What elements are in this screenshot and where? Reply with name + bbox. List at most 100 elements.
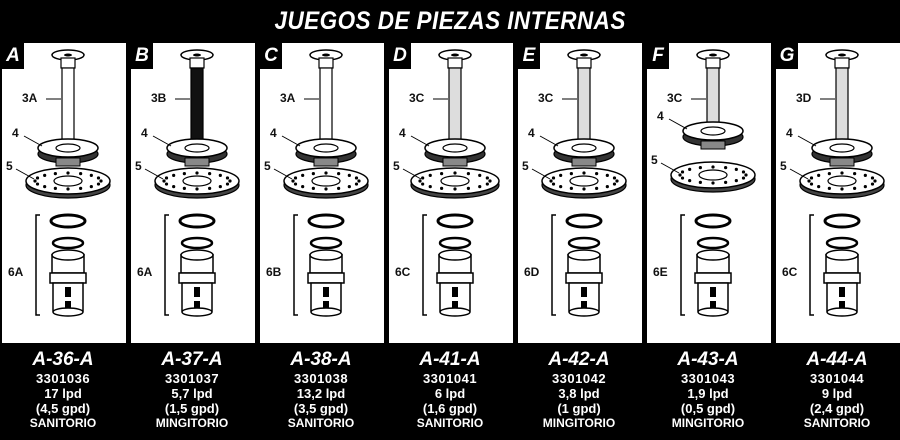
title-bar: JUEGOS DE PIEZAS INTERNAS [0, 0, 900, 43]
kit-model: A-42-A [548, 349, 610, 370]
kit-flow-gpd: (2,4 gpd) [809, 401, 865, 416]
kit-letter-badge: F [647, 43, 669, 69]
part-label-base: 6E [653, 265, 668, 279]
kit-fixture-type: MINGITORIO [155, 416, 229, 430]
part-label-tube: 3D [796, 91, 812, 105]
kit-letter-badge: G [776, 43, 798, 69]
kit-flow-lpd: 1,9 lpd [687, 386, 729, 401]
kit-flow-gpd: (4,5 gpd) [35, 401, 91, 416]
part-label-disc: 5 [6, 159, 13, 173]
kit-fixture-type: MINGITORIO [671, 416, 745, 430]
kit-figure: A 3A 4 5 6A [2, 43, 126, 343]
kit-flow-gpd: (1,6 gpd) [422, 401, 478, 416]
kit-model: A-36-A [32, 349, 94, 370]
part-label-disc: 5 [522, 159, 529, 173]
kit-flow-lpd: 9 lpd [821, 386, 853, 401]
part-label-base: 6D [524, 265, 540, 279]
part-label-ring: 4 [528, 126, 535, 140]
kit-letter-badge: A [2, 43, 24, 69]
kit-fixture-type: SANITORIO [287, 416, 355, 430]
part-label-base: 6C [395, 265, 411, 279]
kit-model: A-37-A [161, 349, 223, 370]
kit-model: A-38-A [290, 349, 352, 370]
kit-model: A-43-A [677, 349, 739, 370]
part-label-disc: 5 [780, 159, 787, 173]
kit-letter-badge: D [389, 43, 411, 69]
kit-model: A-44-A [806, 349, 868, 370]
kit-fixture-type: SANITORIO [416, 416, 484, 430]
part-label-ring: 4 [786, 126, 793, 140]
kit-flow-lpd: 5,7 lpd [171, 386, 213, 401]
kit-flow-gpd: (0,5 gpd) [680, 401, 736, 416]
part-label-tube: 3A [22, 91, 38, 105]
kit-flow-lpd: 3,8 lpd [558, 386, 600, 401]
part-label-ring: 4 [657, 109, 664, 123]
parts-drawing [660, 49, 756, 317]
kit-part-number: 3301042 [551, 371, 607, 386]
part-label-tube: 3C [409, 91, 425, 105]
parts-drawing [273, 49, 369, 317]
kit-fixture-type: SANITORIO [803, 416, 871, 430]
kit-part-number: 3301044 [809, 371, 865, 386]
part-label-base: 6A [137, 265, 153, 279]
part-label-ring: 4 [399, 126, 406, 140]
kit-figure: C 3A 4 5 6B [260, 43, 384, 343]
parts-drawing [144, 49, 240, 317]
part-label-ring: 4 [270, 126, 277, 140]
kit-part-number: 3301038 [293, 371, 349, 386]
part-label-disc: 5 [393, 159, 400, 173]
part-label-tube: 3C [667, 91, 683, 105]
kit-letter-badge: C [260, 43, 282, 69]
kit-figure: E 3C 4 5 6D [518, 43, 642, 343]
part-label-disc: 5 [135, 159, 142, 173]
part-label-tube: 3B [151, 91, 167, 105]
parts-drawing [15, 49, 111, 317]
kit-letter-badge: B [131, 43, 153, 69]
kit-part-number: 3301037 [164, 371, 220, 386]
kit-figure: G 3D 4 5 6C [776, 43, 900, 343]
kit-part-number: 3301043 [680, 371, 736, 386]
part-label-ring: 4 [141, 126, 148, 140]
part-label-base: 6B [266, 265, 282, 279]
kit-figure: B 3B 4 5 6A [131, 43, 255, 343]
kit-flow-lpd: 6 lpd [434, 386, 466, 401]
parts-drawing [402, 49, 500, 317]
parts-drawing [789, 49, 885, 317]
part-label-ring: 4 [12, 126, 19, 140]
parts-drawing [531, 49, 627, 317]
part-label-tube: 3C [538, 91, 554, 105]
part-label-tube: 3A [280, 91, 296, 105]
part-label-disc: 5 [264, 159, 271, 173]
kit-model: A-41-A [419, 349, 481, 370]
kit-flow-lpd: 13,2 lpd [296, 386, 346, 401]
kit-part-number: 3301036 [35, 371, 91, 386]
kit-flow-gpd: (1,5 gpd) [164, 401, 220, 416]
kit-figure: D 3C 4 5 6C [389, 43, 513, 343]
kit-flow-gpd: (3,5 gpd) [293, 401, 349, 416]
kit-part-number: 3301041 [422, 371, 478, 386]
kit-fixture-type: MINGITORIO [542, 416, 616, 430]
kit-flow-gpd: (1 gpd) [557, 401, 601, 416]
part-label-base: 6C [782, 265, 798, 279]
part-label-disc: 5 [651, 153, 658, 167]
part-label-base: 6A [8, 265, 24, 279]
kit-flow-lpd: 17 lpd [44, 386, 82, 401]
kit-fixture-type: SANITORIO [29, 416, 97, 430]
kit-letter-badge: E [518, 43, 540, 69]
page-title: JUEGOS DE PIEZAS INTERNAS [274, 7, 626, 35]
